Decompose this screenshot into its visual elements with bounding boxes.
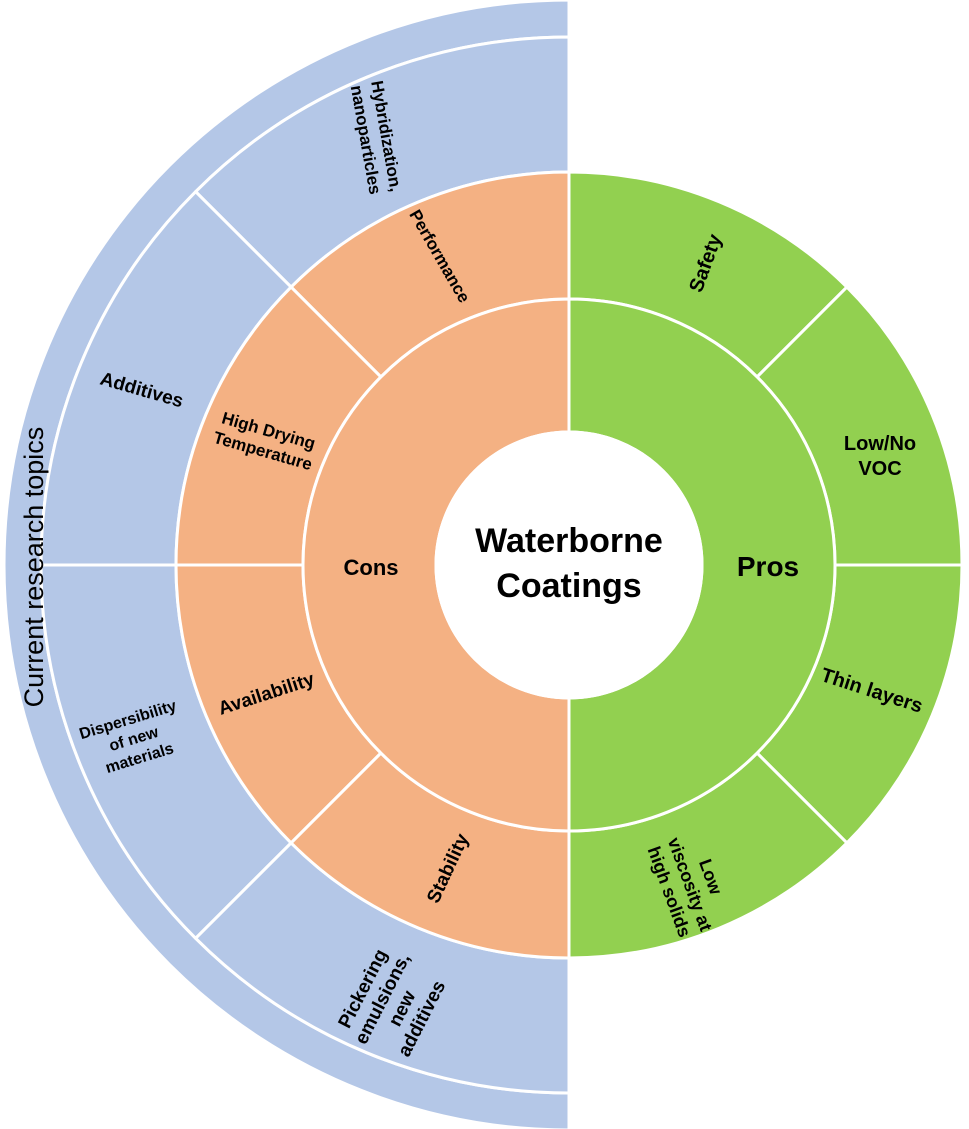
research-band-label: Current research topics	[19, 427, 49, 708]
center-circle	[434, 430, 704, 700]
center-title-line1: Waterborne	[475, 522, 663, 560]
pros-label: Pros	[737, 551, 799, 582]
center-title-line2: Coatings	[496, 567, 641, 605]
pros-item-voc-line2: VOC	[858, 458, 901, 480]
research-band-label-text: Current research topics	[19, 427, 49, 708]
cons-label: Cons	[344, 555, 399, 580]
pros-item-voc-line1: Low/No	[844, 433, 916, 455]
pros-item-voc: Low/No VOC	[844, 433, 916, 480]
